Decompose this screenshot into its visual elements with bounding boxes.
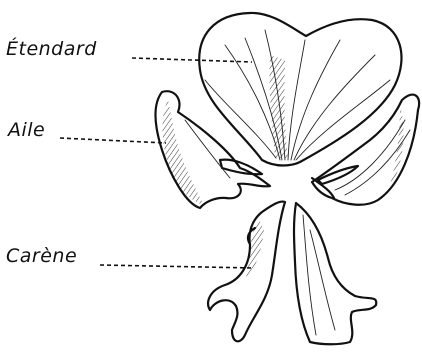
standard-petal	[199, 13, 401, 166]
leader-line-carene	[100, 265, 254, 268]
keel-petal-left	[208, 202, 285, 342]
leader-line-aile	[60, 138, 166, 143]
wing-petal-right	[312, 95, 419, 205]
label-aile: Aile	[8, 119, 45, 141]
label-etendard: Étendard	[6, 38, 97, 60]
keel-petal-right	[294, 203, 376, 344]
label-carene: Carène	[6, 245, 77, 267]
